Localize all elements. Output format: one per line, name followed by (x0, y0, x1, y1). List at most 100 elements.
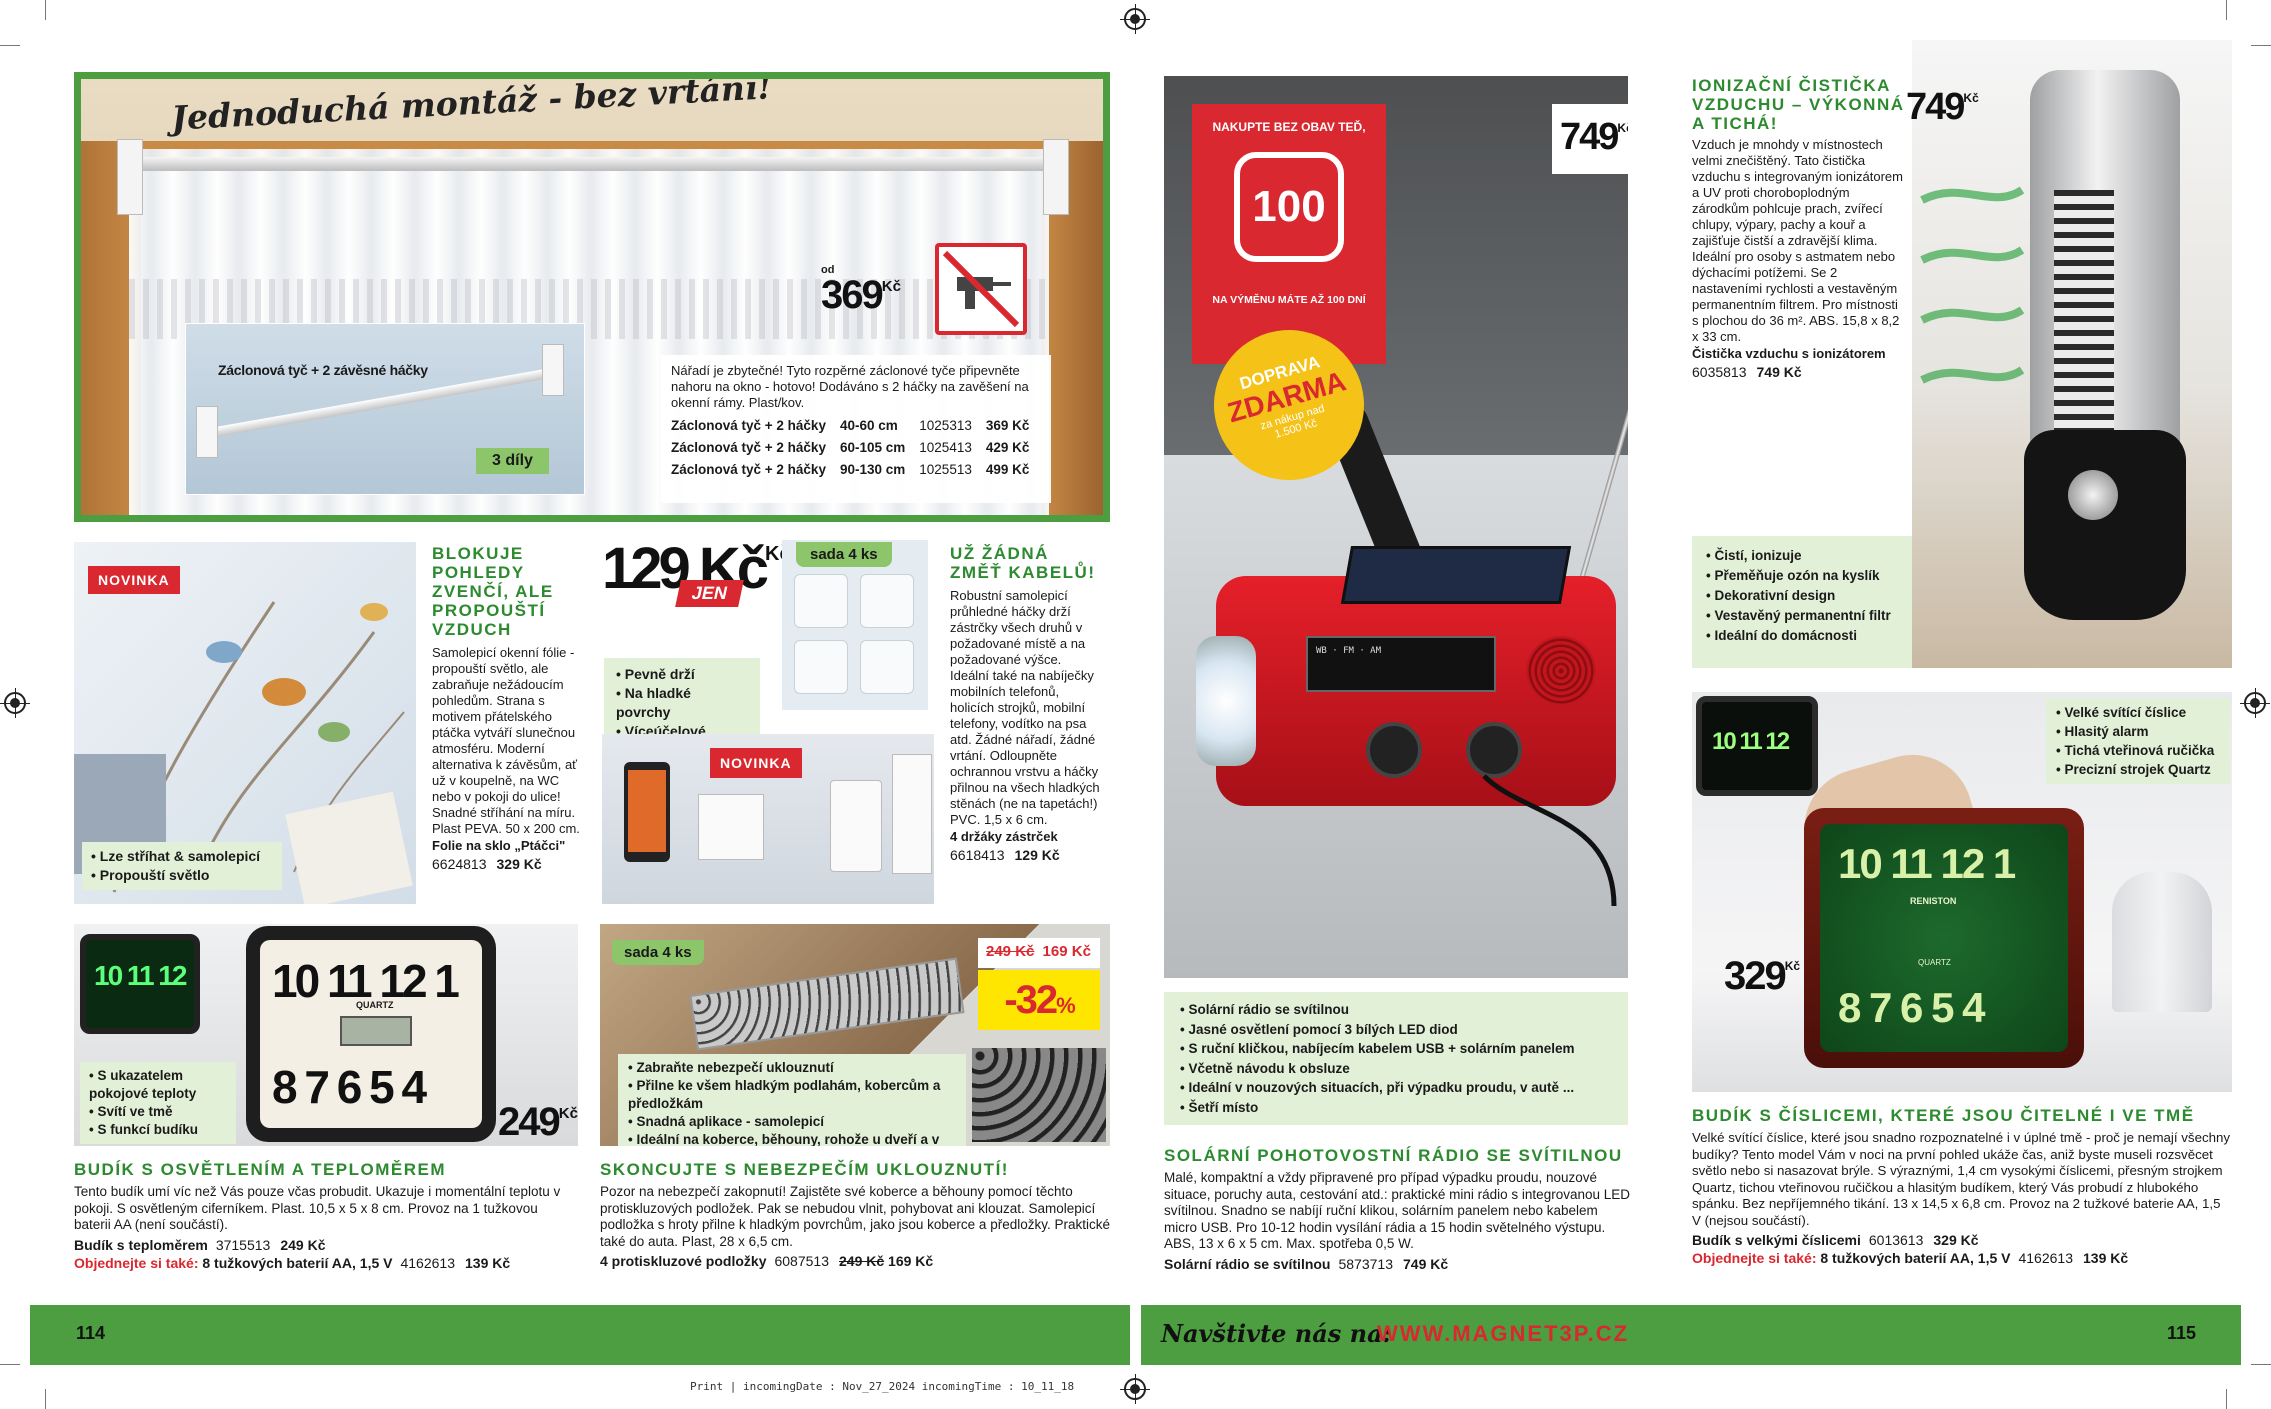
hooks-new-badge: NOVINKA (710, 748, 802, 778)
list-item: Čistí, ionizuje (1706, 546, 1898, 566)
purifier-order-name: Čistička vzduchu s ionizátorem (1692, 346, 1886, 361)
antislip-description: Pozor na nebezpečí zakopnutí! Zajistěte … (600, 1184, 1110, 1249)
alarm1-price: 249Kč (498, 1100, 578, 1144)
crop-mark (45, 1389, 46, 1409)
hooks-heading: UŽ ŽÁDNÁ ZMĚŤ KABELŮ! (950, 544, 1096, 582)
crop-mark (2251, 45, 2271, 46)
alarm1-brand: QUARTZ (356, 1000, 394, 1010)
crop-mark (2251, 1364, 2271, 1365)
radio-volume-knob (1466, 722, 1522, 778)
promo-number: 100 (1252, 182, 1326, 231)
radio-photo: WB · FM · AM NAKUPTE BEZ OBAV TEĎ, 100 N… (1164, 76, 1628, 978)
antislip-photo: sada 4 ks 249 Kč 169 Kč -32% Zabraňte ne… (600, 924, 1110, 1146)
alarm1-description: Tento budík umí víc než Vás pouze včas p… (74, 1184, 561, 1232)
list-item: Lze stříhat & samolepicí (91, 847, 273, 866)
registration-mark-left (0, 688, 30, 718)
antislip-set-badge: sada 4 ks (612, 940, 704, 965)
crop-mark (2226, 1389, 2227, 1409)
curtain-description: Nářadí je zbytečné! Tyto rozpěrné záclon… (671, 363, 1029, 410)
list-item: Propouští světlo (91, 866, 273, 885)
purifier-area: 749Kč IONIZAČNÍ ČISTIČKA VZDUCHU – VÝKON… (1692, 40, 2232, 668)
curtain-price-prefix: od (821, 264, 835, 276)
list-item: Precizní strojek Quartz (2056, 760, 2220, 779)
alarm2-heading: BUDÍK S ČÍSLICEMI, KTERÉ JSOU ČITELNÉ I … (1692, 1106, 2195, 1125)
purifier-bullets: Čistí, ionizuje Přeměňuje ozón na kyslík… (1692, 536, 1912, 668)
hooks-description: Robustní samolepicí průhledné háčky drží… (950, 588, 1100, 827)
list-item: Ideální do domácnosti (1706, 626, 1898, 646)
foil-description: Samolepicí okenní fólie - propouští svět… (432, 645, 580, 836)
plug (830, 780, 882, 872)
alarm1-heading: BUDÍK S OSVĚTLENÍM A TEPLOMĚREM (74, 1160, 447, 1179)
list-item: Solární rádio se svítilnou (1180, 1000, 1612, 1020)
crop-mark (2226, 0, 2227, 20)
radio-price: 749Kč (1560, 116, 1628, 158)
list-item: Velké svítící číslice (2056, 703, 2220, 722)
alarm2-body: 10 11 12 1 8 7 6 5 4 RENISTON QUARTZ (1804, 808, 2084, 1068)
radio-price-box: 749Kč (1552, 104, 1628, 174)
rod-hook-left (117, 139, 143, 215)
curtain-banner: Jednoduchá montáž - bez vrtání! (170, 79, 773, 138)
return-arrows-icon: 100 (1234, 152, 1344, 262)
curtain-section: Jednoduchá montáž - bez vrtání! od 369Kč… (74, 72, 1110, 522)
alarm2-text: BUDÍK S ČÍSLICEMI, KTERÉ JSOU ČITELNÉ I … (1692, 1106, 2232, 1267)
antislip-spikes (972, 1048, 1106, 1142)
list-item: Pevně drží (616, 665, 748, 684)
rod-label: Záclonová tyč + 2 závěsné háčky (218, 362, 428, 378)
purifier-button (2068, 470, 2118, 520)
radio-heading: SOLÁRNÍ POHOTOVOSTNÍ RÁDIO SE SVÍTILNOU (1164, 1146, 1623, 1165)
list-item: Dekorativní design (1706, 586, 1898, 606)
list-item: Včetně návodu k obsluze (1180, 1059, 1612, 1079)
alarm2-bullets: Velké svítící číslice Hlasitý alarm Tich… (2046, 698, 2230, 784)
radio-solar-panel (1340, 546, 1572, 604)
radio-flashlight (1196, 636, 1256, 766)
curtain-info-box: Nářadí je zbytečné! Tyto rozpěrné záclon… (661, 355, 1051, 503)
alarm1-bullets: S ukazatelem pokojové teploty Svítí ve t… (80, 1062, 236, 1144)
foil-order-name: Folie na sklo „Ptáčci" (432, 838, 566, 853)
list-item: Svítí ve tmě (89, 1103, 227, 1121)
wall-socket (698, 794, 764, 860)
foil-new-badge: NOVINKA (88, 566, 180, 594)
page-number-left: 114 (76, 1323, 106, 1343)
website-link[interactable]: WWW.MAGNET3P.CZ (1377, 1321, 1630, 1346)
list-item: Ideální na koberce, běhouny, rohože u dv… (628, 1131, 956, 1146)
alarm2-also-order: Objednejte si také: 8 tužkových baterií … (1692, 1250, 2129, 1266)
antislip-text: SKONCUJTE S NEBEZPEČÍM UKLOUZNUTÍ! Pozor… (600, 1160, 1110, 1270)
alarm2-description: Velké svítící číslice, které jsou snadno… (1692, 1130, 2231, 1228)
list-item: Ideální v nouzových situacích, při výpad… (1180, 1078, 1612, 1098)
list-item: Tichá vteřinová ručička (2056, 741, 2220, 760)
crop-mark (45, 0, 46, 20)
alarm1-lcd (340, 1016, 412, 1046)
list-item: Hlasitý alarm (2056, 722, 2220, 741)
rod-inset: Záclonová tyč + 2 závěsné háčky 3 díly (185, 323, 585, 495)
alarm2-quartz: QUARTZ (1918, 958, 1951, 967)
rod-hook-piece (542, 344, 564, 396)
alarm2-price: 329Kč (1724, 954, 1801, 998)
antislip-heading: SKONCUJTE S NEBEZPEČÍM UKLOUZNUTÍ! (600, 1160, 1009, 1179)
antislip-old-price: 249 Kč (986, 943, 1035, 960)
rod-piece (209, 368, 552, 438)
registration-mark-right (2240, 688, 2270, 718)
radio-text: SOLÁRNÍ POHOTOVOSTNÍ RÁDIO SE SVÍTILNOU … (1164, 1146, 1634, 1273)
alarm1-body: 10 11 12 1 8 7 6 5 4 QUARTZ (246, 926, 496, 1142)
list-item: Snadná aplikace - samolepicí (628, 1113, 956, 1131)
radio-bullets: Solární rádio se svítilnou Jasné osvětle… (1164, 992, 1628, 1125)
foil-bullets: Lze stříhat & samolepicí Propouští světl… (82, 842, 282, 890)
promo-top-text: NAKUPTE BEZ OBAV TEĎ, (1212, 120, 1366, 134)
alarm2-face: 10 11 12 1 8 7 6 5 4 RENISTON QUARTZ (1820, 824, 2068, 1052)
footer-band-right: Navštivte nás na: WWW.MAGNET3P.CZ 115 (1141, 1305, 2241, 1365)
antislip-discount: -32% (978, 970, 1100, 1030)
visit-label: Navštivte nás na: (1161, 1319, 1392, 1348)
curtain-photo: Jednoduchá montáž - bez vrtání! od 369Kč… (81, 79, 1103, 515)
purifier-description: Vzduch je mnohdy v místnostech velmi zne… (1692, 137, 1903, 344)
hooks-pack-photo: sada 4 ks (782, 540, 928, 710)
purifier-heading: IONIZAČNÍ ČISTIČKA VZDUCHU – VÝKONNÁ A T… (1692, 76, 1905, 133)
curtain-rod (121, 157, 1061, 171)
list-item: Zabraňte nebezpečí uklouznutí (628, 1059, 956, 1077)
list-item: S ukazatelem pokojové teploty (89, 1067, 227, 1103)
